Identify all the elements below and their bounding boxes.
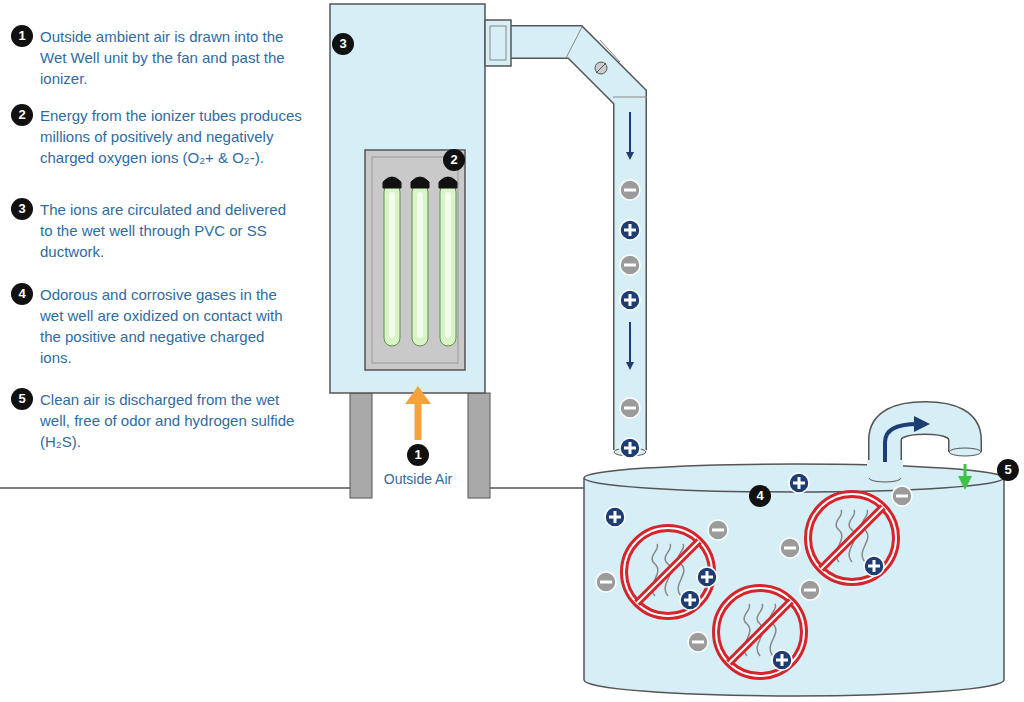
damper [595,62,607,74]
ground-line [0,487,350,489]
positive-ion [789,473,809,493]
callout-number: 2 [443,149,465,171]
negative-ion [620,180,640,200]
wet-well [584,478,1004,696]
positive-ion [620,290,640,310]
callout-circle [749,485,771,507]
outlet-mouth [949,448,981,456]
unit-leg [468,393,490,498]
callout-number: 3 [11,198,33,220]
callout-circle [332,33,354,55]
step-text: Clean air is discharged from the wet wel… [40,389,310,452]
callout-circle [443,149,465,171]
ionizer-panel [372,157,458,363]
negative-ion [892,486,912,506]
step-text: The ions are circulated and delivered to… [40,199,290,262]
callout-number: 4 [11,283,33,305]
duct-joint [600,40,620,62]
duct-joint [566,27,582,58]
airflow-arrow [415,400,422,440]
flow-arrow [626,152,634,160]
flow-arrow [629,322,631,364]
airflow-arrow [405,386,431,404]
ionizer-panel [365,150,465,370]
ionizer-tube [445,192,451,338]
tube-cap [439,177,457,188]
fan-box [485,20,511,66]
callout-circle [11,388,33,410]
callout-circle [11,198,33,220]
no-odor-symbol [808,494,896,582]
fan-box [490,26,506,60]
outlet-pipe [869,478,901,482]
ionizer-tube [417,192,423,338]
callout-circle [407,444,429,466]
callout-number: 5 [11,388,33,410]
wet-well-top [584,464,1004,492]
outlet-pipe [867,460,903,480]
positive-ion [864,556,884,576]
ionizer-tube [384,184,400,346]
negative-ion [708,520,728,540]
outlet-arrow [885,424,918,462]
positive-ion [680,590,700,610]
damper [596,63,606,73]
callout-number: 1 [407,444,429,466]
negative-ion [620,255,640,275]
ionizer-tube [412,184,428,346]
tube-cap [411,177,429,188]
callout-circle [11,104,33,126]
negative-ion [596,572,616,592]
callout-number: 3 [332,33,354,55]
ground-line [490,487,584,489]
no-odor-symbol [716,588,804,676]
ionizer-tube [389,192,395,338]
callout-circle [11,25,33,47]
clean-air-arrow [958,476,972,490]
callout-circle [997,459,1019,481]
positive-ion [605,507,625,527]
negative-ion [688,632,708,652]
flow-arrow [626,362,634,370]
negative-ion [620,398,640,418]
positive-ion [772,650,792,670]
positive-ion [620,220,640,240]
duct-outline [505,42,630,450]
duct [505,42,630,450]
positive-ion [620,438,640,458]
step-text: Outside ambient air is drawn into the We… [40,26,290,89]
clean-air-arrow [964,464,967,478]
callout-number: 4 [749,485,771,507]
callout-circle [11,283,33,305]
air-label: Outside Air [384,470,452,488]
unit-leg [350,393,372,498]
unit-housing [330,4,485,393]
step-text: Energy from the ionizer tubes produces m… [40,105,325,168]
outlet-arrow [914,416,930,432]
flow-arrow [629,112,631,154]
positive-ion [697,567,717,587]
negative-ion [780,538,800,558]
callout-number: 2 [11,104,33,126]
duct-joint [613,97,647,98]
tube-cap [383,177,401,188]
ionizer-tube [440,184,456,346]
callout-number: 5 [997,459,1019,481]
negative-ion [800,580,820,600]
callout-number: 1 [11,25,33,47]
step-text: Odorous and corrosive gases in the wet w… [40,284,290,368]
